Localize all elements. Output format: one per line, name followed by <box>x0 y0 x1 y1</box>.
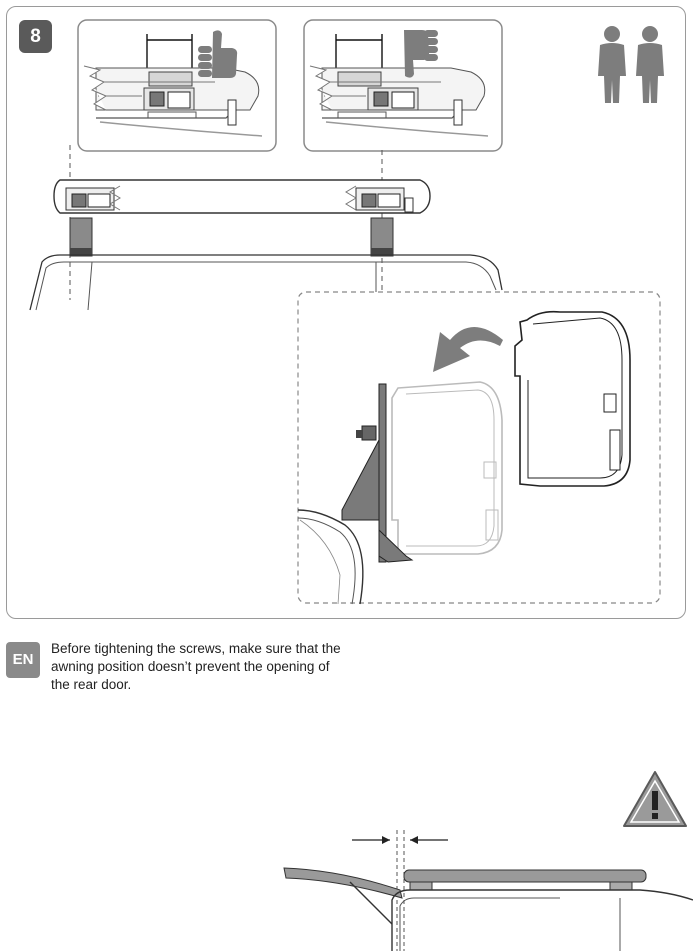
awning-assembly <box>29 179 503 311</box>
thumbs-up-icon <box>198 30 238 78</box>
detail-correct-callout <box>77 19 277 152</box>
clearance-diagram <box>283 830 693 951</box>
detail-wrong-callout <box>303 19 503 152</box>
language-badge: EN <box>6 642 40 678</box>
profile-detail-callout <box>297 291 661 605</box>
step-number-badge: 8 <box>19 20 52 53</box>
thumbs-down-icon <box>404 30 438 78</box>
two-persons-icon <box>598 26 664 103</box>
step-panel <box>6 6 686 619</box>
rotate-arrow-icon <box>433 327 503 372</box>
instruction-text: Before tightening the screws, make sure … <box>51 641 341 692</box>
warning-triangle-icon <box>623 771 687 827</box>
